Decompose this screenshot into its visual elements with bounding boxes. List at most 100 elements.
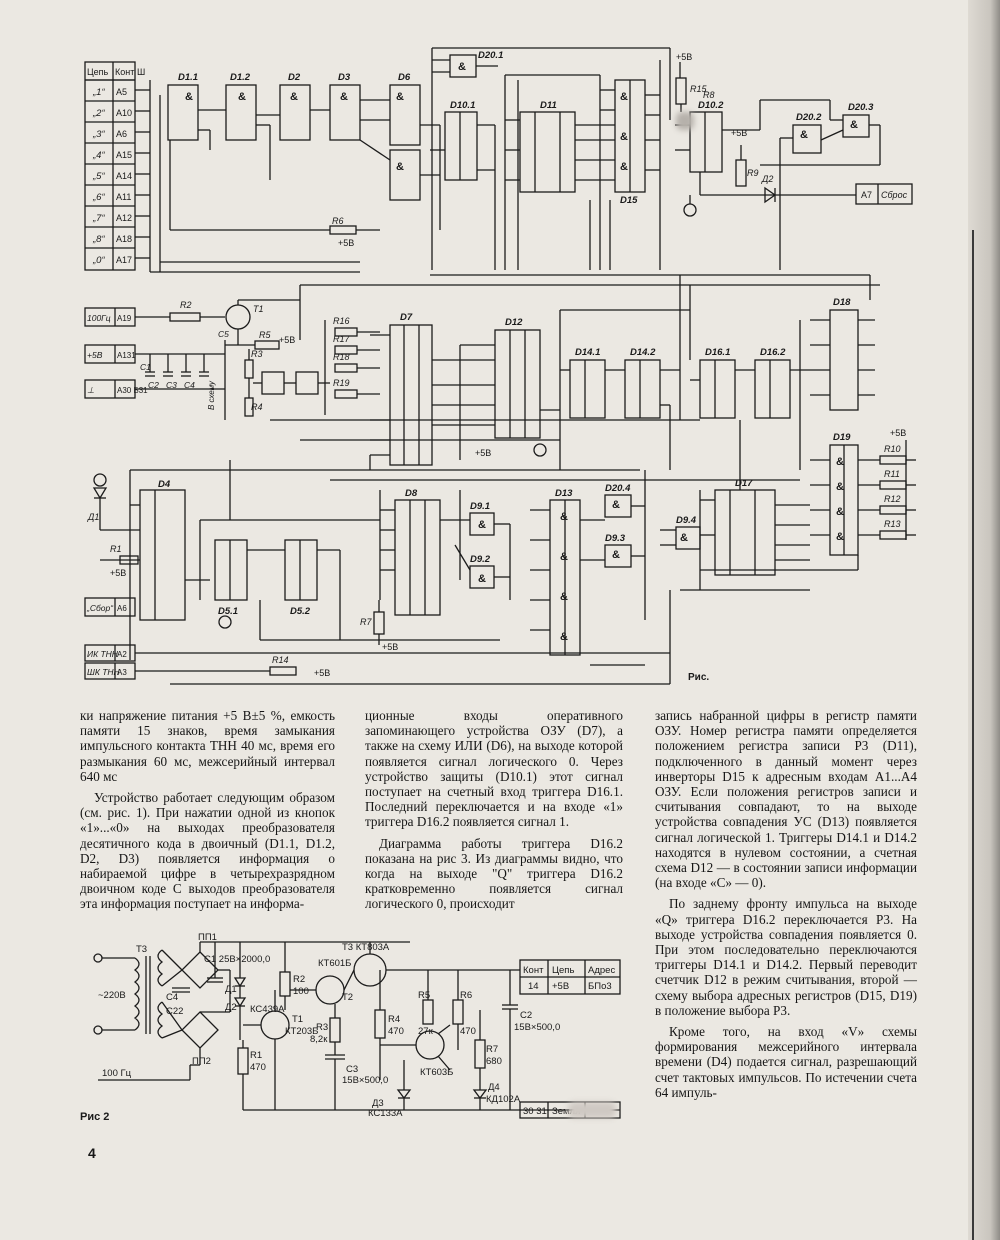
fig2-t3-label: Т3 КТ803А [342,942,390,953]
and-gate-symbol: & [458,61,466,73]
supply-label: +5В [110,568,126,578]
chip-label: D14.1 [575,347,600,358]
fig2-freq-label: 100 Гц [102,1068,132,1079]
and-gate-symbol: & [478,519,486,531]
fig2-bridge2-label: ПП2 [192,1056,211,1067]
key-label: „0“ [92,255,105,266]
and-gate-symbol: & [185,91,193,103]
fig2-r6-label: R6 [460,990,472,1001]
chip-label: D4 [158,479,171,490]
chip-label: D9.1 [470,501,490,512]
fig2-c2-label: С2 [520,1010,532,1021]
and-gate-symbol: & [850,119,858,131]
and-gate-symbol: & [478,573,486,585]
fig2-r1-label: R1 [250,1050,262,1061]
key-label: „5“ [92,171,105,182]
fig2-c22-label: С22 [166,1006,183,1017]
fig2-r1-value: 470 [250,1062,266,1073]
figure-2-power-supply: Т3 ~220В ПП1 ПП2 С1 25В×2000,0 С4 С22 Д1… [80,932,621,1123]
key-pin: А17 [116,255,132,265]
chip-label: D20.1 [478,50,503,61]
fig2-table-ground-contact: 30 31 [523,1106,547,1117]
fig2-table-cell-circuit: +5В [552,981,569,992]
page-number: 4 [88,1145,96,1161]
chip-label: D20.3 [848,102,874,113]
and-gate-symbol: & [396,91,404,103]
smudge [568,1102,616,1118]
chip-label: D16.1 [705,347,730,358]
chip-label: D18 [833,297,851,308]
fig2-zener-label: КС439А [250,1004,285,1015]
capacitor-label: C2 [148,380,159,390]
key-label: „1“ [92,87,105,98]
and-gate-symbol: & [238,91,246,103]
fig2-table-header-circuit: Цепь [552,965,574,976]
fig2-d3-label: Д3 [372,1098,384,1109]
chip-label: D8 [405,488,418,499]
and-gate-symbol: & [620,91,628,103]
and-gate-symbol: & [396,161,404,173]
chip-label: D9.3 [605,533,626,544]
resistor-label: R6 [332,216,344,226]
fig2-c4-label: С4 [166,992,178,1003]
supply-label: +5В [731,128,747,138]
key-label: „6“ [92,192,105,203]
input-pin: А131 [117,351,136,360]
key-pin: А6 [116,129,127,139]
resistor-label: R14 [272,655,289,665]
resistor-label: R18 [333,352,350,362]
paragraph: Диаграмма работы триггера D16.2 показана… [365,835,623,912]
resistor-label: R15 [690,84,708,94]
chip-label: D2 [288,72,301,83]
supply-label: +5В [382,642,398,652]
input-label: ИК ТНН [87,649,119,659]
and-gate-symbol: & [340,91,348,103]
smudge [676,112,694,130]
supply-label: +5В [338,238,354,248]
resistor-label: R10 [884,444,901,454]
input-label: +5В [87,350,103,360]
fig2-caption: Рис 2 [80,1111,109,1123]
paragraph: Устройство работает следующим образом (с… [80,790,335,912]
figure-1-schematic: &&&&&&&&&&&&&&&&&&&&&&&&& ЦепьКонтШ„1“А5… [84,47,916,685]
resistor-label: R4 [251,402,263,412]
supply-label: +5В [475,448,491,458]
chip-label: D7 [400,312,413,323]
and-gate-symbol: & [800,129,808,141]
supply-label: +5В [890,428,906,438]
fig2-bridge1-label: ПП1 [198,932,217,943]
fig2-r4-label: R4 [388,1014,400,1025]
chip-label: D19 [833,432,851,443]
fig2-t2-value: КТ601Б [318,958,351,969]
diode-label: Д1 [87,512,99,522]
fig2-c3-value: 15В×500,0 [342,1075,388,1086]
text-column-2: ционные входы оперативного запоминающего… [365,708,623,918]
key-pin: А11 [116,192,131,202]
fig2-r2-label: R2 [293,974,305,985]
and-gate-symbol: & [560,551,568,563]
chip-label: D11 [540,100,557,111]
chip-label: D9.2 [470,554,491,565]
fig2-table-ground-circuit: Земля [552,1106,580,1117]
fig2-r6-value: 470 [460,1026,476,1037]
and-gate-symbol: & [836,531,844,543]
chip-label: D14.2 [630,347,656,358]
reset-pin: А7 [861,190,872,200]
resistor-label: R3 [251,349,263,359]
resistor-label: R5 [259,330,271,340]
fig2-t4-value: КТ603Б [420,1067,453,1078]
text-column-3: запись набранной цифры в регистр памяти … [655,708,917,1106]
transistor-label: T1 [253,304,264,314]
chip-label: D13 [555,488,573,499]
chip-label: D1.2 [230,72,251,83]
and-gate-symbol: & [612,499,620,511]
reset-label: Сброс [881,190,908,200]
key-pin: А15 [116,150,132,160]
diode-label: Д2 [761,174,773,184]
paragraph: Кроме того, на вход «V» схемы формирован… [655,1024,917,1100]
chip-label: D10.2 [698,100,724,111]
key-pin: А14 [116,171,132,181]
fig2-r5-value: 27к [418,1026,434,1037]
fig2-d3-value: КС133А [368,1108,403,1119]
